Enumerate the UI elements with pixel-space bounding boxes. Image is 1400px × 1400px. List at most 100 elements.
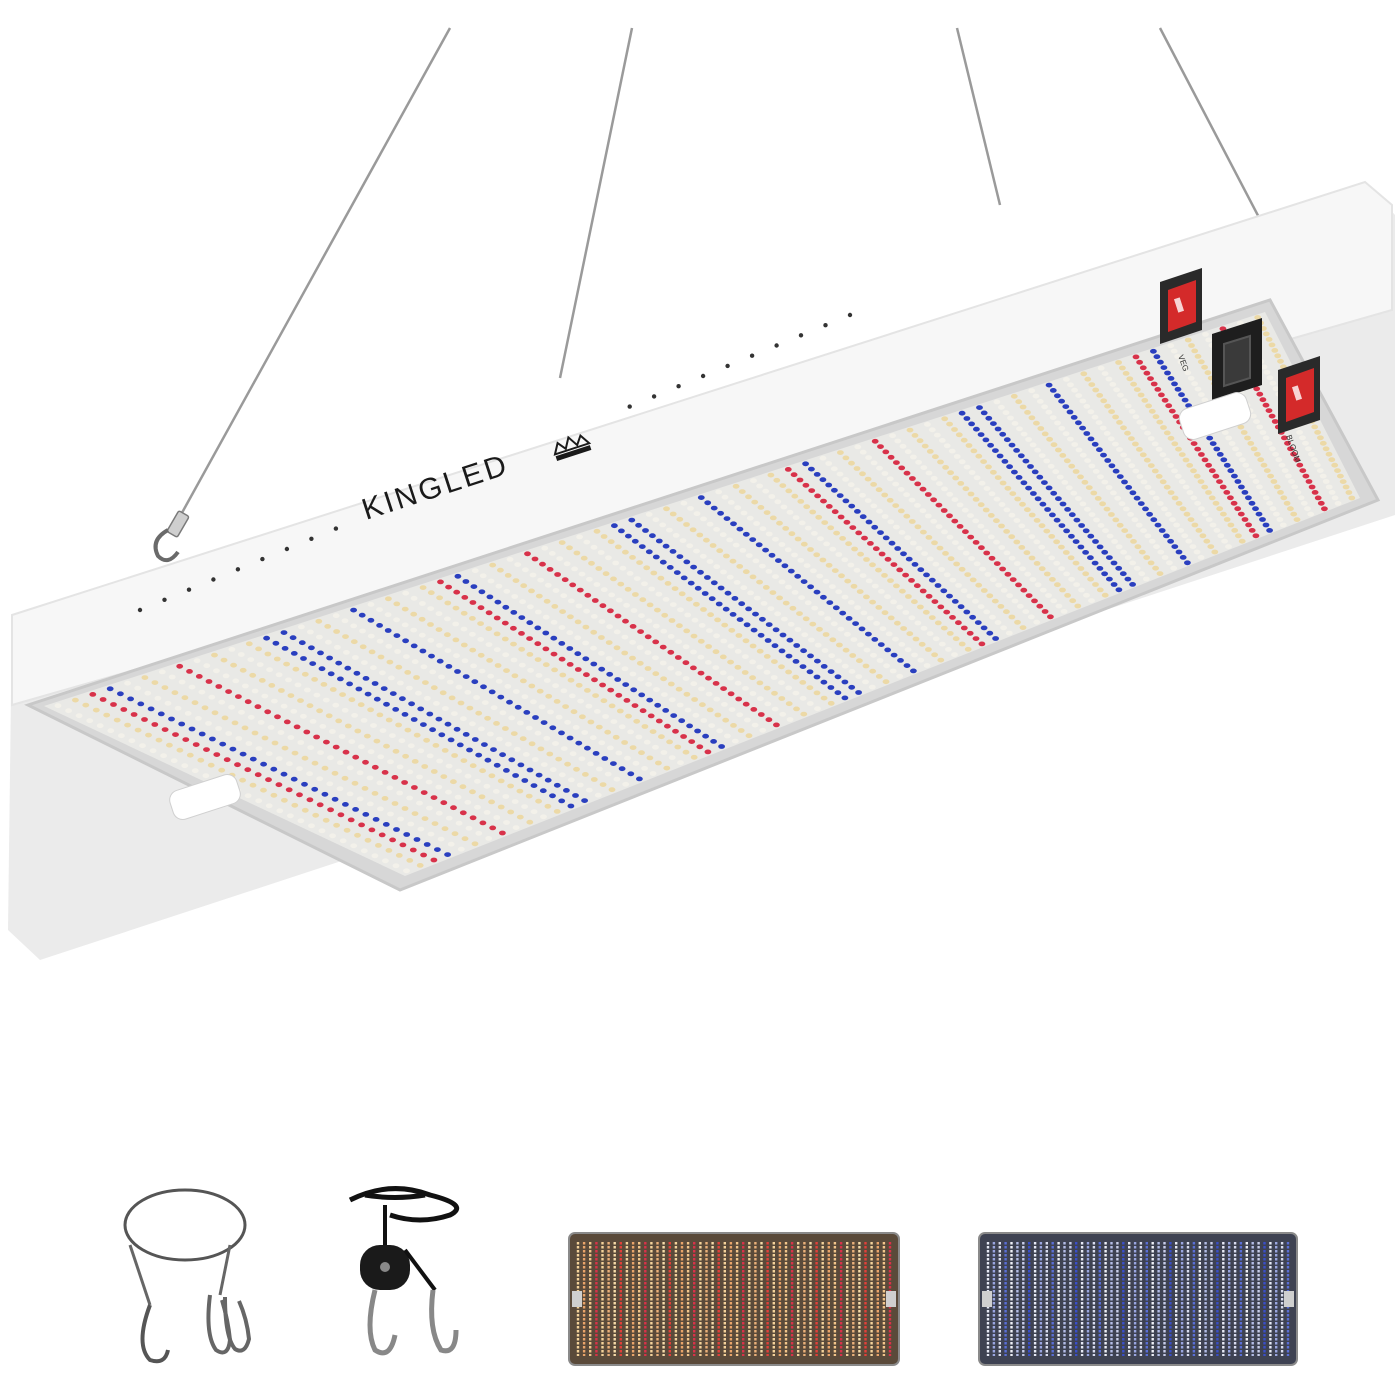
led-chip bbox=[823, 541, 830, 547]
vent-hole bbox=[700, 373, 706, 379]
led-chip bbox=[1003, 507, 1011, 513]
led-chip bbox=[1275, 457, 1283, 463]
led-chip bbox=[586, 576, 593, 582]
led-chip bbox=[622, 781, 630, 787]
led-chip bbox=[639, 597, 647, 603]
led-chip bbox=[1203, 538, 1211, 544]
led-chip bbox=[693, 511, 701, 517]
led-chip bbox=[951, 497, 959, 502]
led-chip bbox=[573, 550, 581, 556]
veg-switch[interactable]: VEG bbox=[1160, 268, 1202, 373]
led-chip bbox=[178, 679, 186, 685]
led-chip bbox=[967, 513, 974, 518]
led-chip bbox=[1242, 462, 1250, 468]
led-chip bbox=[540, 814, 547, 820]
led-chip bbox=[319, 724, 327, 729]
led-chip bbox=[856, 658, 863, 664]
led-chip bbox=[221, 715, 229, 721]
led-chip bbox=[986, 593, 994, 599]
led-chip bbox=[608, 703, 616, 709]
led-chip bbox=[772, 574, 779, 579]
led-chip bbox=[831, 509, 839, 515]
led-chip bbox=[696, 744, 704, 750]
led-chip bbox=[503, 820, 510, 825]
led-chip bbox=[844, 631, 851, 637]
led-chip bbox=[625, 533, 632, 539]
led-chip bbox=[908, 615, 916, 621]
led-chip bbox=[999, 431, 1007, 437]
led-chip bbox=[897, 487, 905, 492]
led-chip bbox=[1015, 582, 1022, 588]
led-chip bbox=[151, 722, 159, 727]
led-chip bbox=[298, 640, 306, 646]
led-chip bbox=[445, 815, 453, 821]
led-chip bbox=[268, 683, 276, 688]
led-chip bbox=[696, 532, 704, 538]
led-chip bbox=[1221, 430, 1229, 435]
led-chip bbox=[675, 671, 682, 676]
led-chip bbox=[413, 675, 420, 680]
led-chip bbox=[547, 709, 554, 715]
led-chip bbox=[960, 588, 968, 594]
led-chip bbox=[1043, 571, 1051, 577]
led-chip bbox=[466, 747, 473, 753]
led-chip bbox=[1128, 463, 1136, 469]
led-chip bbox=[1161, 397, 1169, 403]
led-chip bbox=[487, 731, 494, 737]
led-chip bbox=[1132, 441, 1139, 447]
led-chip bbox=[1053, 560, 1061, 566]
led-chip bbox=[612, 560, 620, 566]
led-chip bbox=[1108, 409, 1115, 414]
led-chip bbox=[588, 560, 595, 566]
led-chip bbox=[1132, 414, 1140, 420]
led-chip bbox=[354, 832, 361, 838]
led-chip bbox=[1104, 458, 1112, 463]
led-chip bbox=[773, 722, 780, 728]
led-chip bbox=[572, 725, 580, 730]
led-chip bbox=[889, 433, 896, 439]
led-chip bbox=[1111, 539, 1118, 544]
led-chip bbox=[168, 716, 175, 722]
led-chip bbox=[684, 707, 692, 713]
led-chip bbox=[416, 863, 424, 868]
led-chip bbox=[742, 654, 749, 659]
led-chip bbox=[260, 761, 267, 767]
led-chip bbox=[1058, 425, 1066, 431]
led-chip bbox=[459, 810, 467, 816]
led-chip bbox=[599, 682, 606, 688]
led-chip bbox=[1048, 555, 1056, 561]
led-chip bbox=[567, 803, 575, 809]
led-chip bbox=[1033, 619, 1041, 625]
led-chip bbox=[490, 705, 498, 711]
led-chip bbox=[1150, 517, 1158, 523]
led-chip bbox=[750, 478, 757, 484]
led-chip bbox=[1001, 459, 1009, 464]
led-chip bbox=[722, 606, 730, 612]
led-chip bbox=[829, 637, 837, 643]
led-chip bbox=[896, 673, 904, 679]
led-chip bbox=[854, 605, 861, 610]
led-chip bbox=[451, 831, 459, 837]
led-chip bbox=[377, 754, 385, 760]
led-chip bbox=[631, 538, 639, 544]
led-chip bbox=[444, 600, 452, 606]
led-chip bbox=[312, 812, 320, 818]
led-chip bbox=[802, 616, 810, 622]
led-chip bbox=[452, 605, 460, 611]
led-chip bbox=[161, 727, 169, 732]
led-chip bbox=[947, 470, 954, 476]
led-chip bbox=[344, 723, 352, 729]
led-chip bbox=[562, 704, 569, 709]
led-chip bbox=[923, 663, 931, 668]
led-chip bbox=[1087, 576, 1094, 582]
led-chip bbox=[623, 698, 631, 703]
led-chip bbox=[195, 716, 202, 721]
led-chip bbox=[618, 766, 626, 772]
led-chip bbox=[176, 663, 184, 669]
power-socket[interactable] bbox=[1212, 318, 1262, 401]
led-chip bbox=[484, 715, 491, 721]
led-chip bbox=[1020, 587, 1028, 593]
led-chip bbox=[1011, 469, 1018, 475]
led-chip bbox=[998, 523, 1005, 529]
led-chip bbox=[1152, 414, 1160, 420]
